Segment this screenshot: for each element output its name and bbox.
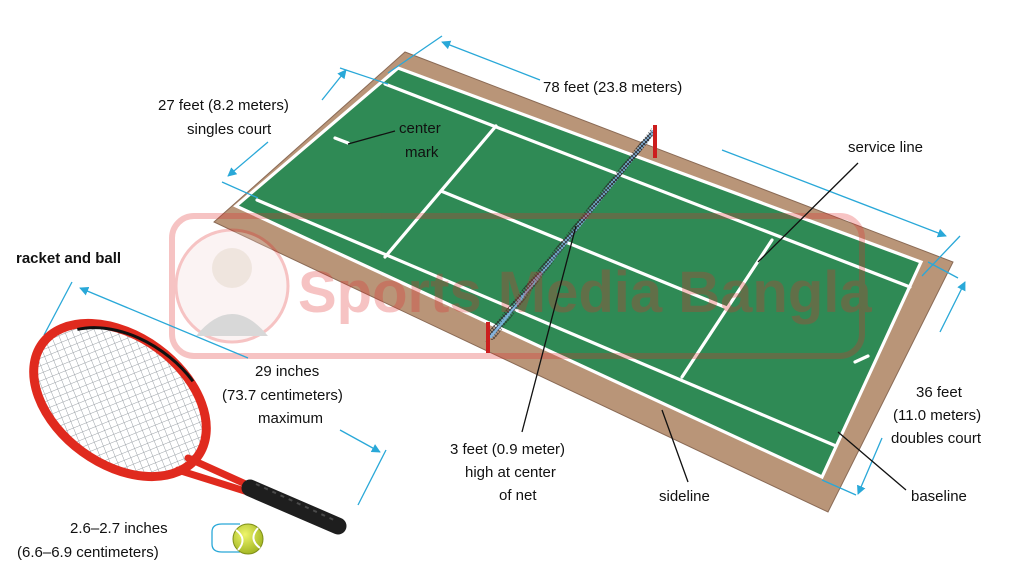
label-net-line1: 3 feet (0.9 meter) bbox=[450, 441, 565, 458]
label-net-line2: high at center bbox=[465, 464, 556, 481]
dim-36-arrow-top bbox=[939, 281, 966, 333]
dim-78-arrow-left bbox=[441, 40, 541, 81]
dim-racket-arrow-top bbox=[79, 286, 249, 359]
label-sideline: sideline bbox=[659, 488, 710, 505]
watermark-portrait bbox=[174, 228, 290, 344]
ext-36-bottom bbox=[821, 479, 857, 496]
ball-bracket bbox=[211, 523, 223, 553]
singles-sideline-near bbox=[255, 198, 838, 448]
label-ball-line2: (6.6–6.9 centimeters) bbox=[17, 544, 159, 561]
dim-78-arrow-right bbox=[721, 149, 947, 238]
ball-seam-left bbox=[235, 529, 244, 551]
dim-27-arrow-bottom bbox=[227, 141, 269, 177]
label-racket-line1: 29 inches bbox=[255, 363, 319, 380]
ext-racket-top bbox=[43, 281, 73, 336]
center-service-line bbox=[439, 189, 729, 310]
baseline-leader bbox=[837, 431, 907, 491]
net-height-leader bbox=[521, 225, 577, 433]
ball-seam-right bbox=[252, 527, 261, 549]
label-service-line: service line bbox=[848, 139, 923, 156]
racket-heading: racket and ball bbox=[16, 250, 121, 267]
court-surface bbox=[236, 68, 921, 477]
net-mesh bbox=[485, 128, 652, 342]
ext-racket-bottom bbox=[357, 449, 387, 506]
ext-78-left bbox=[387, 35, 443, 74]
label-36-line3: doubles court bbox=[891, 430, 982, 447]
label-net-line3: of net bbox=[499, 487, 537, 504]
service-line-leader bbox=[757, 162, 859, 263]
center-mark-right bbox=[853, 354, 870, 364]
watermark-shoulders bbox=[196, 314, 268, 336]
ext-27-bottom bbox=[221, 181, 259, 199]
tennis-ball bbox=[232, 523, 264, 555]
racket-bumper bbox=[76, 326, 195, 383]
watermark: Sports Media Bangla bbox=[169, 213, 872, 359]
label-78-feet: 78 feet (23.8 meters) bbox=[543, 79, 682, 96]
label-baseline: baseline bbox=[911, 488, 967, 505]
label-racket-line2: (73.7 centimeters) bbox=[222, 387, 343, 404]
tennis-racket bbox=[29, 318, 347, 535]
label-27-line1: 27 feet (8.2 meters) bbox=[158, 97, 289, 114]
ext-78-right bbox=[921, 235, 961, 277]
label-27-line2: singles court bbox=[187, 121, 272, 138]
center-mark-left bbox=[333, 136, 350, 145]
label-36-line2: (11.0 meters) bbox=[893, 407, 981, 424]
ext-27-top bbox=[339, 67, 389, 85]
label-ball-line1: 2.6–2.7 inches bbox=[70, 520, 168, 537]
label-center: center bbox=[399, 120, 441, 137]
watermark-face bbox=[212, 248, 252, 288]
sideline-leader bbox=[661, 409, 689, 483]
doubles-boundary bbox=[233, 66, 924, 480]
label-racket-line3: maximum bbox=[258, 410, 323, 427]
label-36-line1: 36 feet bbox=[916, 384, 963, 401]
dim-27-arrow-top bbox=[321, 69, 347, 101]
dim-racket-arrow-bottom bbox=[339, 429, 381, 453]
racket-grip bbox=[241, 479, 347, 535]
label-mark: mark bbox=[405, 144, 439, 161]
center-mark-leader bbox=[347, 130, 396, 145]
dim-36-arrow-bottom bbox=[857, 437, 883, 495]
watermark-text: Sports Media Bangla bbox=[298, 260, 872, 325]
racket-throat bbox=[174, 454, 254, 496]
watermark-frame bbox=[169, 213, 865, 359]
ext-36-top bbox=[927, 261, 959, 279]
singles-sideline-far bbox=[383, 82, 912, 289]
